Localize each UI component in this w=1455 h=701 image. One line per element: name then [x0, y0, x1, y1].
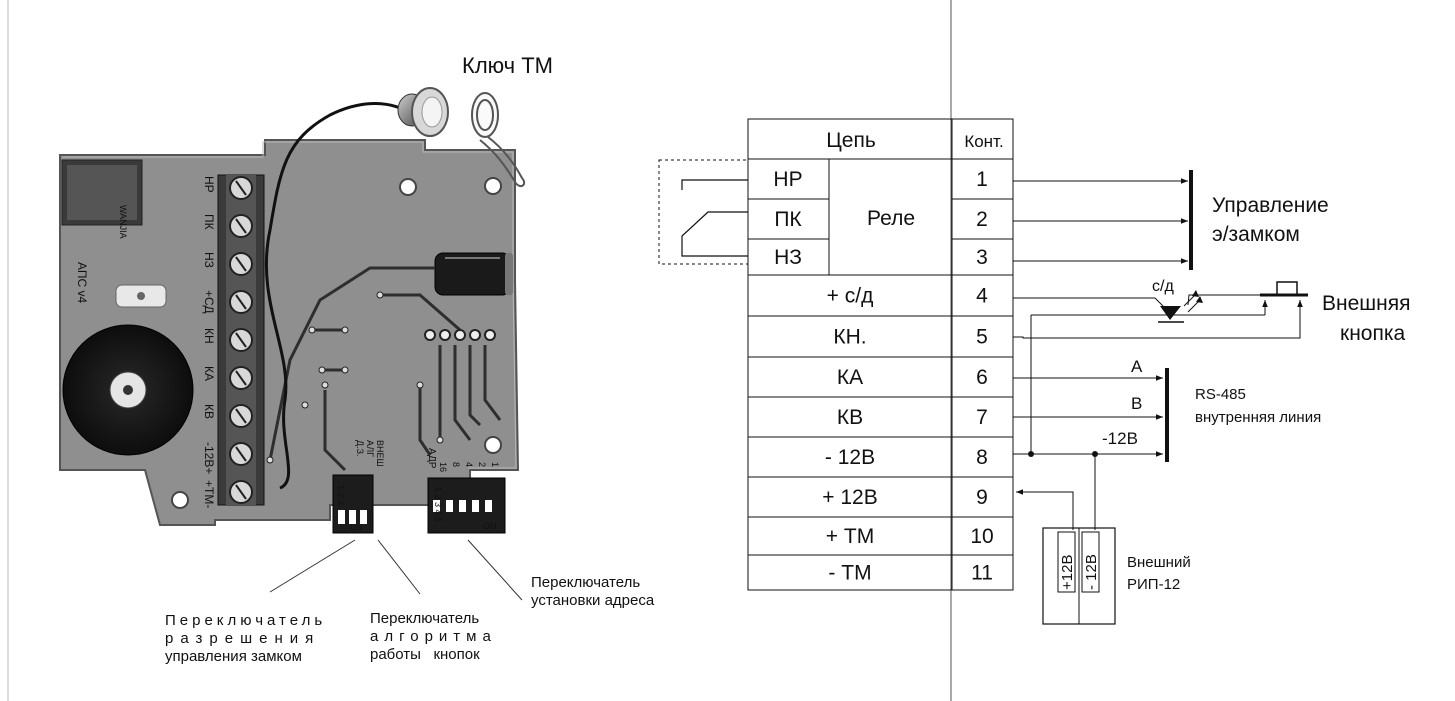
dip-addr-header: АДР	[426, 448, 437, 469]
line-a-label: A	[1131, 357, 1143, 376]
caption-addr: Переключатель установки адреса	[531, 574, 654, 610]
pinout-table	[747, 118, 1014, 591]
psu-label-line2: РИП-12	[1127, 576, 1180, 593]
terminal-block: НР ПК НЗ +СД КН КА КВ -12В+ +ТМ-	[202, 174, 265, 508]
table-circuit-6: КА	[837, 366, 863, 389]
dip-small-label-1: Д.З.	[355, 440, 365, 457]
table-contact-1: 1	[976, 168, 988, 191]
caption-lock-line2: разрешения	[165, 630, 321, 647]
header-circuit: Цепь	[826, 129, 876, 152]
table-contact-3: 3	[976, 246, 988, 269]
table-contact-10: 10	[970, 525, 993, 548]
terminal-label-1: НР	[202, 176, 216, 193]
caption-addr-line1: Переключатель	[531, 574, 641, 591]
table-contact-5: 5	[976, 326, 988, 349]
table-contact-11: 11	[971, 562, 993, 585]
capacitor	[434, 252, 513, 296]
pcb-pads	[266, 291, 496, 464]
terminal-label-5: КН	[202, 328, 216, 344]
table-circuit-7: КВ	[837, 406, 863, 429]
caption-algo: Переключатель алгоритма работы кнопок	[370, 610, 497, 664]
rs485-line2: внутренняя линия	[1195, 409, 1321, 426]
table-circuit-4: + с/д	[827, 285, 874, 308]
dip-small-label-2: АЛГ	[365, 440, 375, 457]
psu-minus-label: - 12В	[1083, 554, 1100, 590]
tm-wire	[264, 102, 401, 490]
led-icon	[1160, 290, 1203, 320]
buzzer	[62, 324, 194, 456]
table-contact-6: 6	[976, 366, 988, 389]
table-circuit-11: - ТМ	[828, 562, 871, 585]
junction-dot	[1092, 451, 1098, 457]
table-contact-7: 7	[976, 406, 988, 429]
tm-reader-icon	[397, 87, 449, 137]
led-label: с/д	[1152, 278, 1174, 295]
line-b-label: B	[1131, 394, 1142, 413]
dip-addr-numbers: 1 2 3 4 5	[433, 487, 443, 522]
dip-addr-value-2: 8	[451, 462, 461, 467]
table-circuit-8: - 12В	[825, 446, 875, 469]
lock-control-line1: Управление	[1212, 194, 1329, 217]
caption-lock: Переключатель разрешения управления замк…	[165, 612, 326, 666]
caption-lock-line3: управления замком	[165, 648, 302, 665]
button-line1: Внешняя	[1322, 292, 1410, 315]
terminal-label-3: НЗ	[202, 252, 216, 268]
caption-algo-line3: работы кнопок	[370, 646, 480, 663]
rs485-line1: RS-485	[1195, 386, 1246, 403]
header-contact: Конт.	[964, 132, 1003, 151]
tm-key-fob-icon	[471, 92, 526, 188]
relay-cell-label: Реле	[867, 207, 915, 230]
terminal-label-4: +СД	[202, 290, 216, 314]
terminal-label-2: ПК	[202, 214, 216, 230]
table-circuit-2: ПК	[774, 208, 802, 231]
caption-algo-line1: Переключатель	[370, 610, 480, 627]
wiring	[1013, 170, 1308, 625]
table-contact-2: 2	[976, 208, 988, 231]
button-line2: кнопка	[1340, 322, 1405, 345]
caption-lock-line1: Переключатель	[165, 612, 327, 629]
terminal-label-6: КА	[202, 366, 216, 381]
psu-label-line1: Внешний	[1127, 554, 1191, 571]
table-contact-9: 9	[976, 486, 988, 509]
table-circuit-10: + ТМ	[826, 525, 874, 548]
dip-addr-value-3: 4	[464, 462, 474, 467]
junction-dot	[1028, 451, 1034, 457]
caption-pointer-lines	[269, 539, 523, 601]
pcb-traces	[268, 266, 502, 472]
dip-addr-value-5: 1	[490, 462, 500, 467]
table-circuit-9: + 12В	[822, 486, 877, 509]
lock-control-line2: э/замком	[1212, 223, 1300, 246]
table-circuit-5: КН.	[833, 326, 866, 349]
table-contact-4: 4	[976, 285, 988, 308]
psu-plus-label: +12В	[1059, 555, 1076, 590]
dip-addr-on: ON	[483, 521, 497, 531]
terminal-label-7: КВ	[202, 404, 216, 419]
terminal-label-8: -12В+	[202, 442, 216, 474]
dip-small-numbers: 1 2 3	[336, 485, 346, 505]
relay: WANJIA	[61, 159, 143, 239]
caption-addr-line2: установки адреса	[531, 592, 655, 609]
dip-addr-value-4: 2	[477, 462, 487, 467]
caption-algo-line2: алгоритма	[370, 628, 497, 645]
table-contact-8: 8	[976, 446, 988, 469]
table-circuit-3: НЗ	[774, 246, 802, 269]
dip-addr-value-1: 16	[438, 462, 448, 472]
key-label: Ключ ТМ	[462, 53, 553, 78]
relay-label: WANJIA	[118, 205, 128, 239]
terminal-label-9: +ТМ-	[202, 480, 216, 508]
table-circuit-1: НР	[773, 168, 802, 191]
board-label: АПС v4	[75, 262, 89, 303]
relay-symbol	[658, 159, 749, 265]
controller-board-photo: WANJIA АПС v4 НР ПК НЗ +СД КН КА КВ -12В+ +ТМ-	[59, 102, 520, 534]
dip-small-label-3: ВНЕШ	[375, 440, 385, 467]
line-m12-label: -12В	[1102, 429, 1138, 448]
dip-small-on: ON	[350, 523, 362, 532]
